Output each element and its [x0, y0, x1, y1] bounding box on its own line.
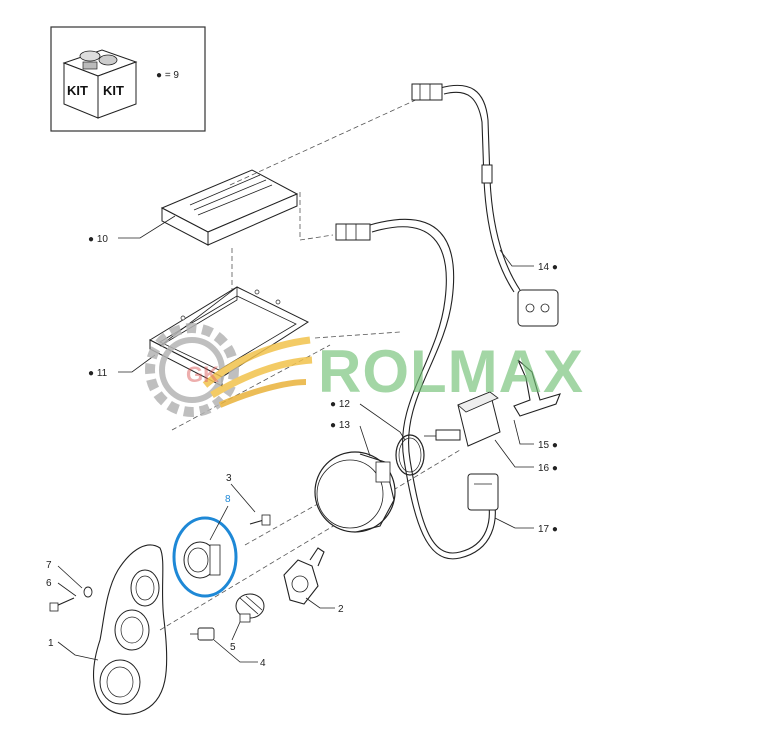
wheat-ears-icon: [202, 336, 313, 408]
callout-2: 2: [338, 604, 344, 615]
part-8-bulb-socket: [183, 541, 221, 579]
callout-12: ● 12: [330, 399, 350, 410]
part-3-small-screw: [249, 514, 271, 526]
part-14-wiring-harness: [411, 83, 559, 327]
callout-10: ● 10: [88, 234, 108, 245]
callout-3: 3: [226, 473, 232, 484]
kit-box-icon: KIT KIT: [62, 49, 138, 119]
watermark-logo: GK ROLMAX: [145, 323, 584, 417]
kit-legend-box: KIT KIT ● = 9: [50, 26, 206, 132]
callout-7: 7: [46, 560, 52, 571]
part-4-small-bulb: [190, 627, 215, 641]
callout-15: 15 ●: [538, 440, 558, 451]
watermark-logo-letters: GK: [186, 362, 219, 387]
part-12-o-ring: [395, 434, 425, 476]
harness-bottom-connector: [517, 289, 559, 327]
part-1-headlight-housing: [93, 544, 168, 715]
callout-16: 16 ●: [538, 463, 558, 474]
part-2-holder-clip: [283, 547, 325, 605]
part-7-washer: [83, 586, 93, 598]
kit-label-right: KIT: [103, 83, 124, 98]
callout-13: ● 13: [330, 420, 350, 431]
callout-8: 8: [225, 494, 231, 505]
callout-4: 4: [260, 658, 266, 669]
harness-top-connector: [411, 83, 443, 101]
part-13-round-lamp: [314, 451, 396, 533]
callout-14: 14 ●: [538, 262, 558, 273]
kit-label-left: KIT: [67, 83, 88, 98]
watermark-text: ROLMAX: [318, 338, 584, 405]
highlight-circle-part-8: [172, 516, 238, 598]
cable-bottom-connector: [467, 473, 499, 511]
part-6-screw: [49, 597, 75, 612]
callout-11: ● 11: [88, 368, 108, 379]
assembly-guide-lines: [159, 97, 461, 631]
cable-left-connector: [335, 223, 371, 241]
kit-equals-label: ● = 9: [156, 70, 179, 81]
leader-lines: [57, 215, 534, 663]
callout-17: 17 ●: [538, 524, 558, 535]
callout-1: 1: [48, 638, 54, 649]
part-10-ballast-unit: [160, 169, 299, 246]
part-16-xenon-igniter: [424, 391, 501, 447]
part-15-bracket: [513, 359, 561, 417]
callout-labels: ● 10 ● 11 ● 12 ● 13 14 ● 15 ● 16 ● 17 ● …: [46, 234, 558, 669]
callout-6: 6: [46, 578, 52, 589]
callout-5: 5: [230, 642, 236, 653]
part-5-bulb: [235, 593, 265, 623]
